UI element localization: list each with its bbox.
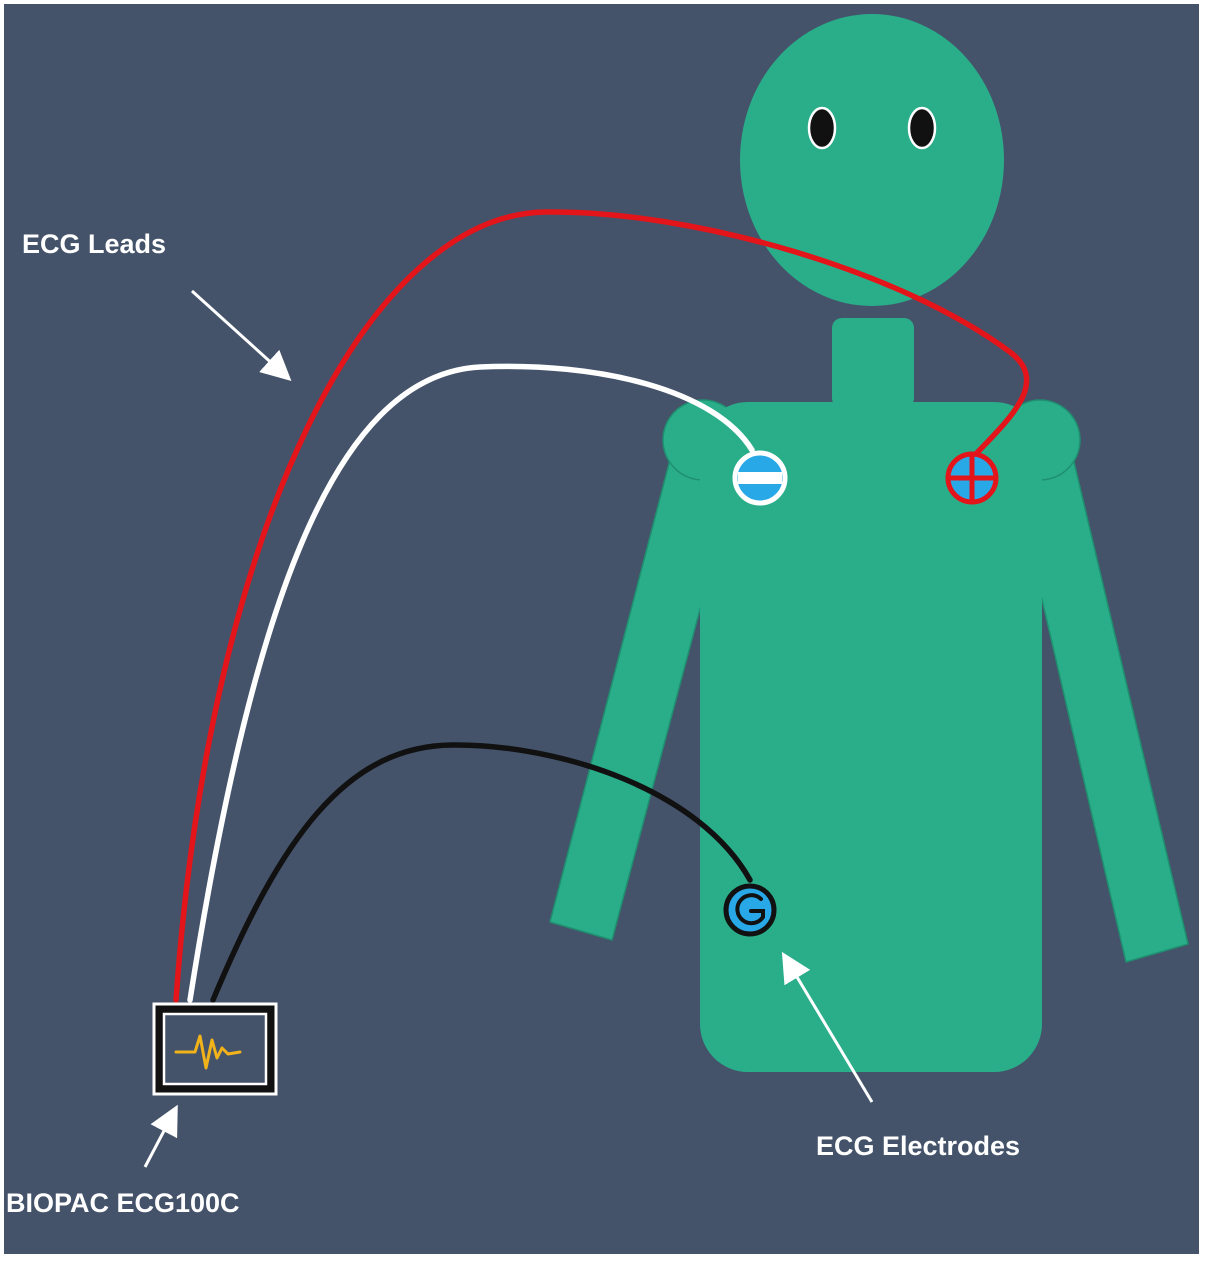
red-lead xyxy=(173,209,1030,1003)
neck xyxy=(832,318,914,408)
torso xyxy=(700,402,1042,1072)
head xyxy=(740,14,1004,306)
right-eye xyxy=(907,106,937,150)
positive-electrode xyxy=(945,451,999,505)
device-arrow xyxy=(143,1104,178,1168)
biopac-device xyxy=(152,1002,278,1096)
negative-electrode xyxy=(732,450,788,506)
white-lead xyxy=(187,363,755,1003)
black-lead xyxy=(210,742,753,1003)
electrodes-arrow xyxy=(781,951,874,1103)
leads-label: ECG Leads xyxy=(22,229,166,259)
ground-electrode xyxy=(723,883,777,937)
minus-icon xyxy=(738,472,782,484)
plus-icon xyxy=(950,456,994,500)
device-label: BIOPAC ECG100C xyxy=(6,1188,240,1218)
electrodes-label: ECG Electrodes xyxy=(816,1131,1020,1161)
human-figure xyxy=(549,14,1189,1072)
left-eye xyxy=(807,106,837,150)
leads-arrow xyxy=(190,289,292,382)
waveform-icon xyxy=(174,1034,242,1070)
ground-g-icon xyxy=(735,893,765,926)
